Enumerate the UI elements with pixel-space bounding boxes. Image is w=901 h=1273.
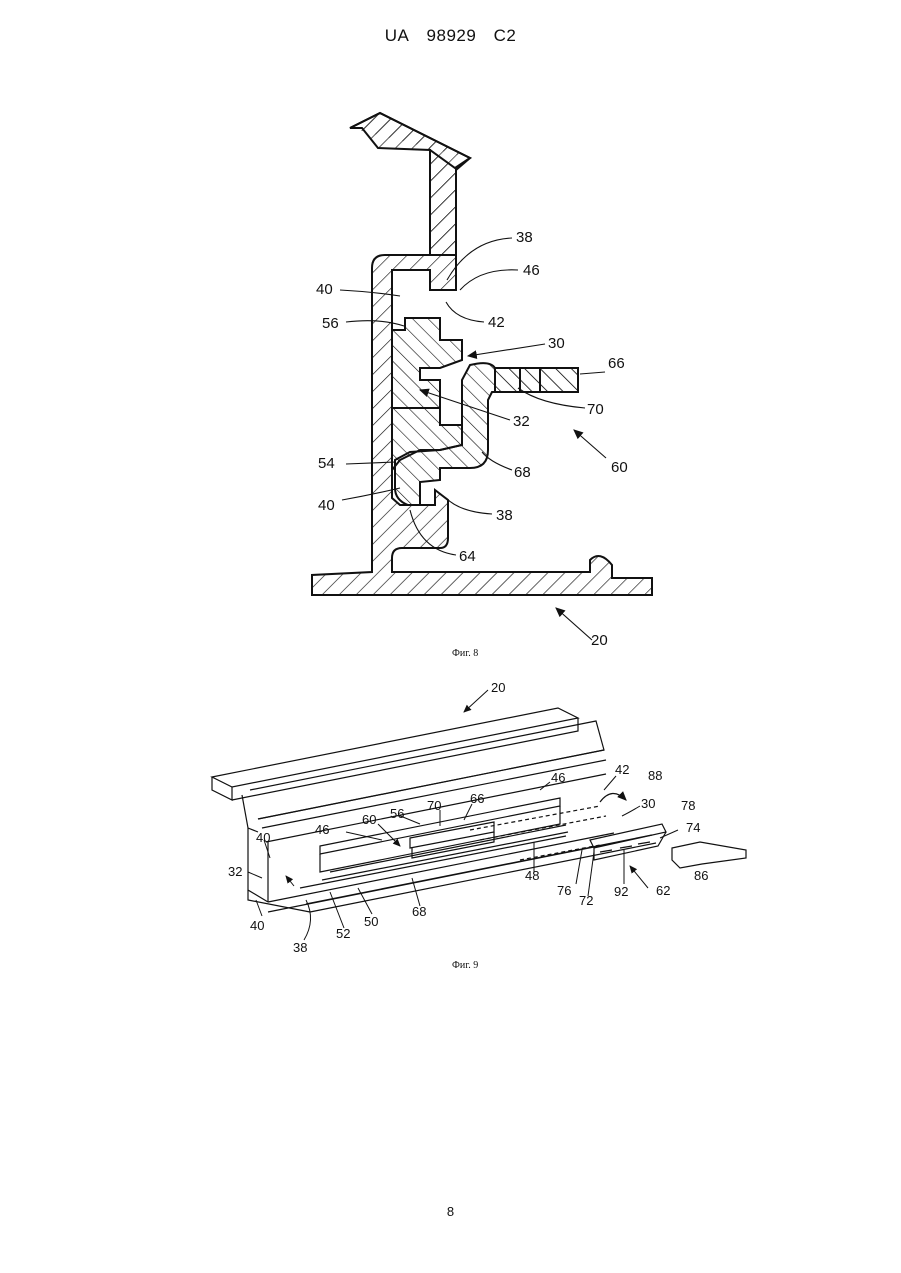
label-86: 86 <box>694 868 708 883</box>
figure-9-caption: Фиг. 9 <box>452 960 478 971</box>
label-46-lower: 46 <box>315 822 329 837</box>
label-72: 72 <box>579 893 593 908</box>
label-32: 32 <box>228 864 242 879</box>
figure-9-drawing: 20 42 88 46 30 78 70 66 56 74 46 60 40 3… <box>0 0 901 980</box>
label-40-lower: 40 <box>250 918 264 933</box>
label-74: 74 <box>686 820 700 835</box>
label-76: 76 <box>557 883 571 898</box>
rail-profile-perspective <box>212 708 746 912</box>
page-number: 8 <box>0 1204 901 1219</box>
label-66: 66 <box>470 791 484 806</box>
figure-9-labels: 20 42 88 46 30 78 70 66 56 74 46 60 40 3… <box>228 680 708 955</box>
label-88: 88 <box>648 768 662 783</box>
label-40: 40 <box>256 830 270 845</box>
label-56: 56 <box>390 806 404 821</box>
label-46: 46 <box>551 770 565 785</box>
label-78: 78 <box>681 798 695 813</box>
label-60: 60 <box>362 812 376 827</box>
label-42: 42 <box>615 762 629 777</box>
label-48: 48 <box>525 868 539 883</box>
label-68: 68 <box>412 904 426 919</box>
label-62: 62 <box>656 883 670 898</box>
label-30: 30 <box>641 796 655 811</box>
label-38: 38 <box>293 940 307 955</box>
label-20: 20 <box>491 680 505 695</box>
label-52: 52 <box>336 926 350 941</box>
label-92: 92 <box>614 884 628 899</box>
label-70: 70 <box>427 798 441 813</box>
label-50: 50 <box>364 914 378 929</box>
